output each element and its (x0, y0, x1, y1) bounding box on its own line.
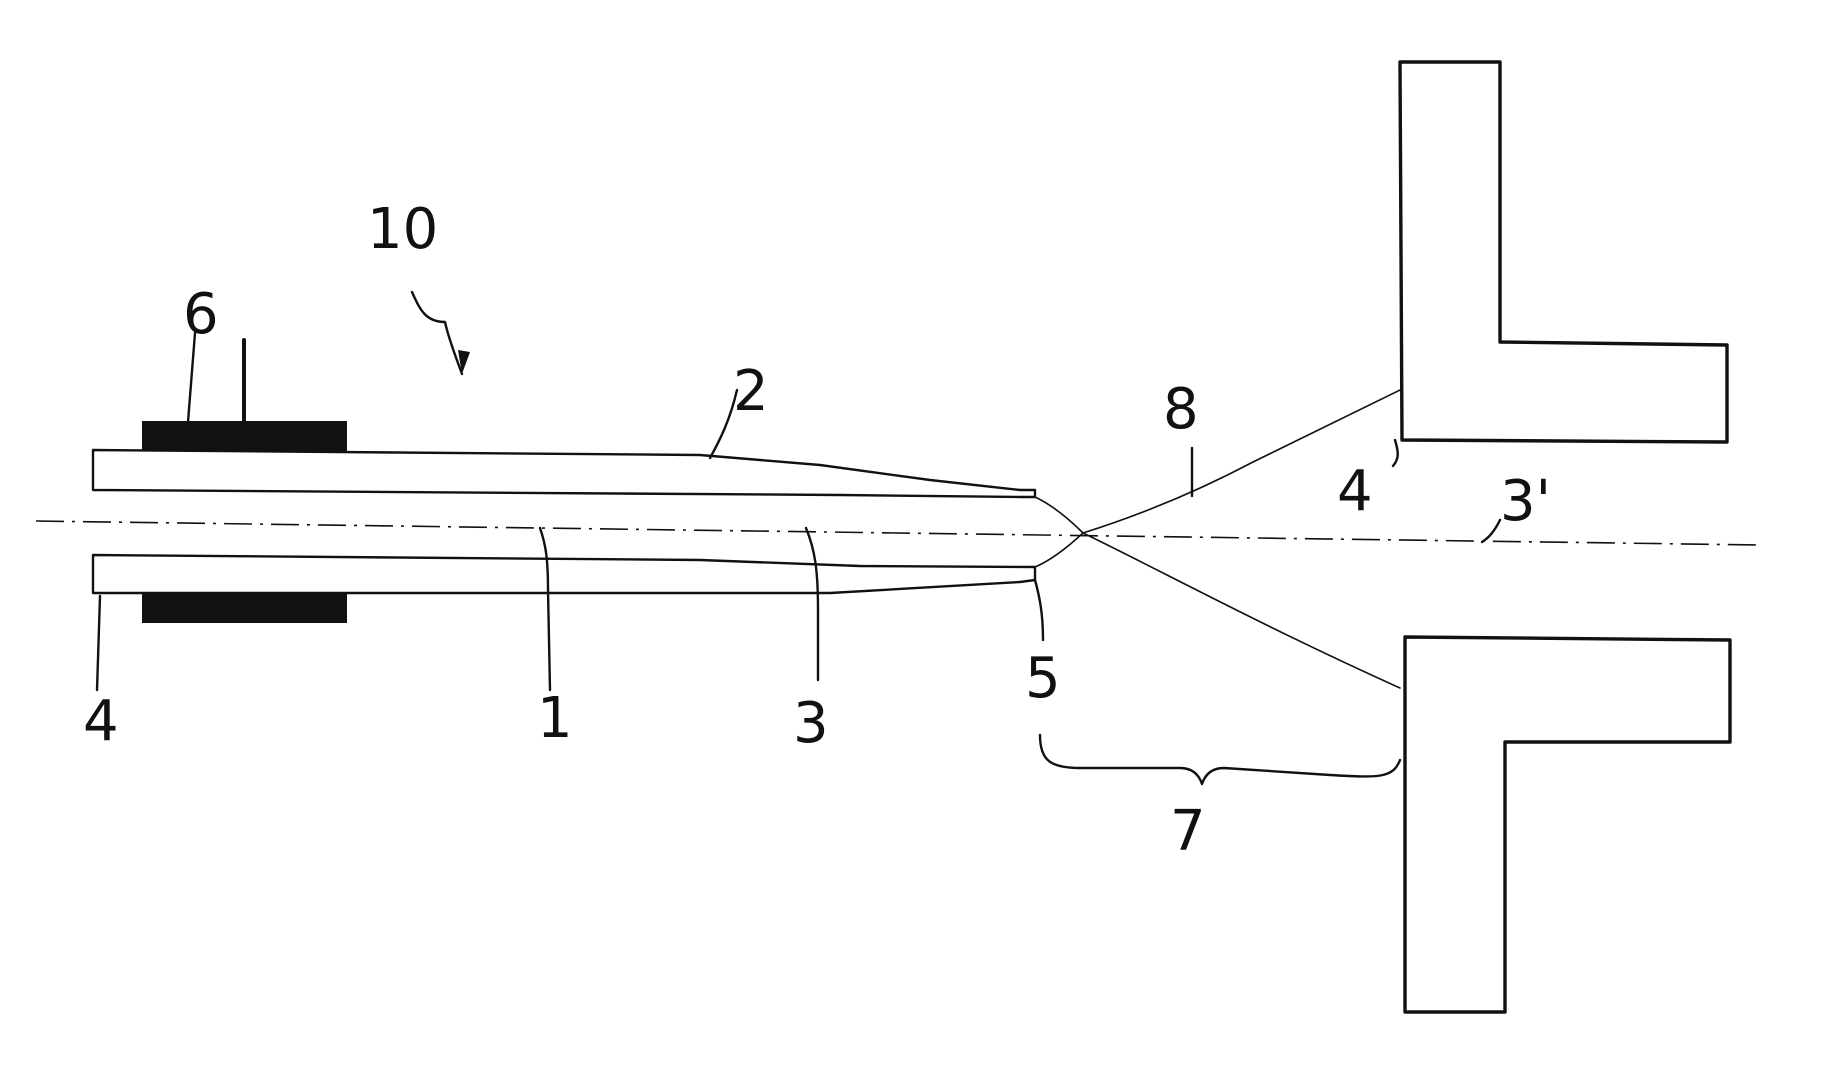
label-1: 1 (537, 686, 573, 751)
label-4-left: 4 (83, 689, 119, 754)
label-3: 3 (793, 691, 829, 756)
label-6: 6 (183, 282, 219, 347)
leader-3 (806, 528, 818, 680)
counter-electrode-upper (1400, 62, 1727, 442)
leader-4-left (97, 596, 100, 690)
label-2: 2 (733, 359, 769, 424)
leader-4-right (1393, 440, 1398, 466)
leader-10 (412, 292, 462, 374)
spray-plume-lower (1083, 533, 1400, 688)
electrode-sleeve-lower (142, 593, 347, 623)
label-5: 5 (1025, 646, 1061, 711)
label-7: 7 (1170, 799, 1206, 864)
leader-5 (1035, 580, 1043, 640)
capillary-lower-wall (93, 555, 1035, 593)
capillary-upper-wall (93, 450, 1035, 497)
label-8: 8 (1163, 377, 1199, 442)
taylor-cone (1035, 497, 1083, 567)
leader-1 (540, 528, 550, 690)
brace-7 (1040, 735, 1400, 784)
label-3-prime: 3' (1500, 469, 1551, 534)
counter-electrode-lower (1405, 637, 1730, 1012)
label-10: 10 (367, 197, 438, 262)
leader-3-prime (1482, 520, 1500, 542)
label-4-right: 4 (1337, 459, 1373, 524)
